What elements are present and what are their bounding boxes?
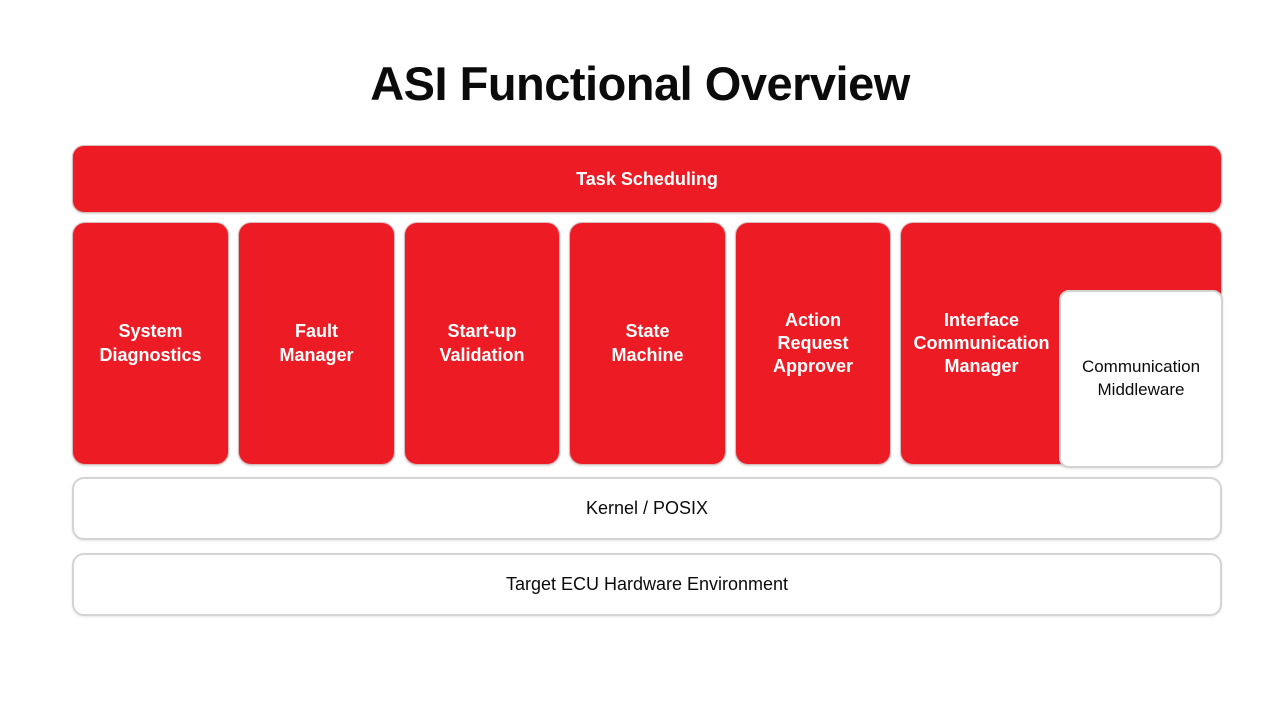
label-line-3: Approver (772, 356, 853, 377)
layer-label: Target ECU Hardware Environment (505, 574, 789, 594)
label-line-1: Start-up (447, 321, 517, 342)
layer-label: Kernel / POSIX (585, 498, 709, 518)
component-label: State Machine (605, 320, 689, 366)
component-startup-validation[interactable]: Start-up Validation (404, 222, 560, 465)
component-label: Start-up Validation (433, 320, 530, 366)
component-label: Interface Communication Manager (901, 309, 1062, 378)
label-line-1: Action (784, 309, 841, 330)
page-title: ASI Functional Overview (370, 57, 910, 110)
label-line-2: Manager (279, 344, 354, 365)
component-fault-manager[interactable]: Fault Manager (238, 222, 395, 465)
component-label: System Diagnostics (93, 320, 207, 366)
label-line-2: Machine (611, 344, 684, 365)
task-scheduling-label: Task Scheduling (576, 168, 718, 189)
label-line-1: System (118, 321, 183, 342)
component-communication-middleware[interactable]: Communication Middleware (1059, 290, 1223, 468)
label-line-2: Communication (913, 332, 1050, 353)
component-label: Action Request Approver (767, 309, 859, 378)
layer-target-ecu-hardware[interactable]: Target ECU Hardware Environment (72, 553, 1222, 616)
label-line-1: Communication (1081, 357, 1201, 377)
label-line-1: Interface (943, 309, 1020, 330)
label-line-1: Fault (295, 321, 338, 342)
label-line-2: Validation (439, 344, 525, 365)
component-label: Fault Manager (273, 320, 359, 366)
label-line-3: Manager (944, 356, 1019, 377)
layer-kernel-posix[interactable]: Kernel / POSIX (72, 477, 1222, 540)
label-line-2: Middleware (1097, 380, 1185, 399)
component-column-row: System Diagnostics Fault Manager Start-u… (72, 222, 1222, 465)
component-state-machine[interactable]: State Machine (569, 222, 726, 465)
component-label: Communication Middleware (1082, 356, 1200, 402)
component-action-request-approver[interactable]: Action Request Approver (735, 222, 891, 465)
label-line-2: Request (777, 332, 849, 353)
component-system-diagnostics[interactable]: System Diagnostics (72, 222, 229, 465)
label-line-1: State (625, 321, 670, 342)
label-line-2: Diagnostics (99, 344, 202, 365)
task-scheduling-bar[interactable]: Task Scheduling (72, 145, 1222, 213)
